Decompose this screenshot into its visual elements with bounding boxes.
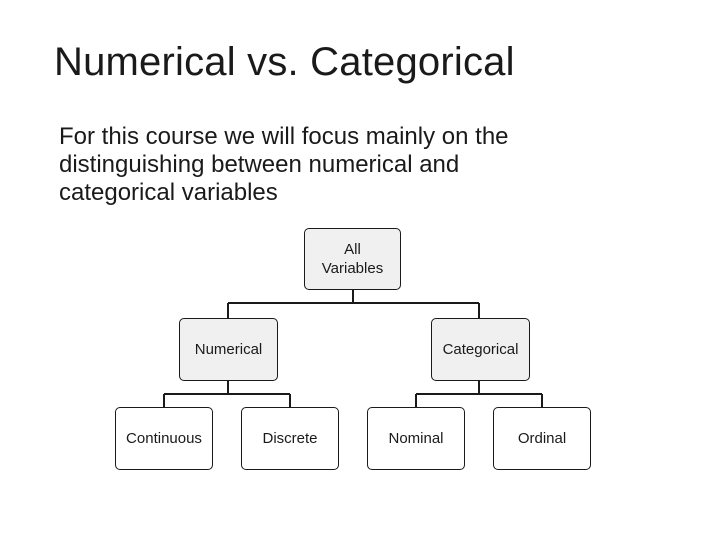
- node-label: Categorical: [442, 341, 519, 358]
- body-line: For this course we will focus mainly on …: [59, 123, 509, 150]
- node-categorical: Categorical: [431, 318, 530, 381]
- node-label: Ordinal: [517, 430, 567, 447]
- node-ordinal: Ordinal: [493, 407, 591, 470]
- node-label: Nominal: [388, 430, 444, 447]
- node-label: All Variables: [321, 241, 384, 277]
- node-label: Numerical: [194, 341, 263, 358]
- node-label: Discrete: [262, 430, 318, 447]
- node-all-variables: All Variables: [304, 228, 401, 290]
- node-continuous: Continuous: [115, 407, 213, 470]
- node-label: Continuous: [126, 430, 202, 447]
- body-line: categorical variables: [59, 179, 278, 206]
- body-line: distinguishing between numerical and: [59, 151, 460, 178]
- slide-body-text: For this course we will focus mainly on …: [59, 123, 659, 207]
- slide-title: Numerical vs. Categorical: [54, 40, 515, 84]
- node-nominal: Nominal: [367, 407, 465, 470]
- node-discrete: Discrete: [241, 407, 339, 470]
- node-numerical: Numerical: [179, 318, 278, 381]
